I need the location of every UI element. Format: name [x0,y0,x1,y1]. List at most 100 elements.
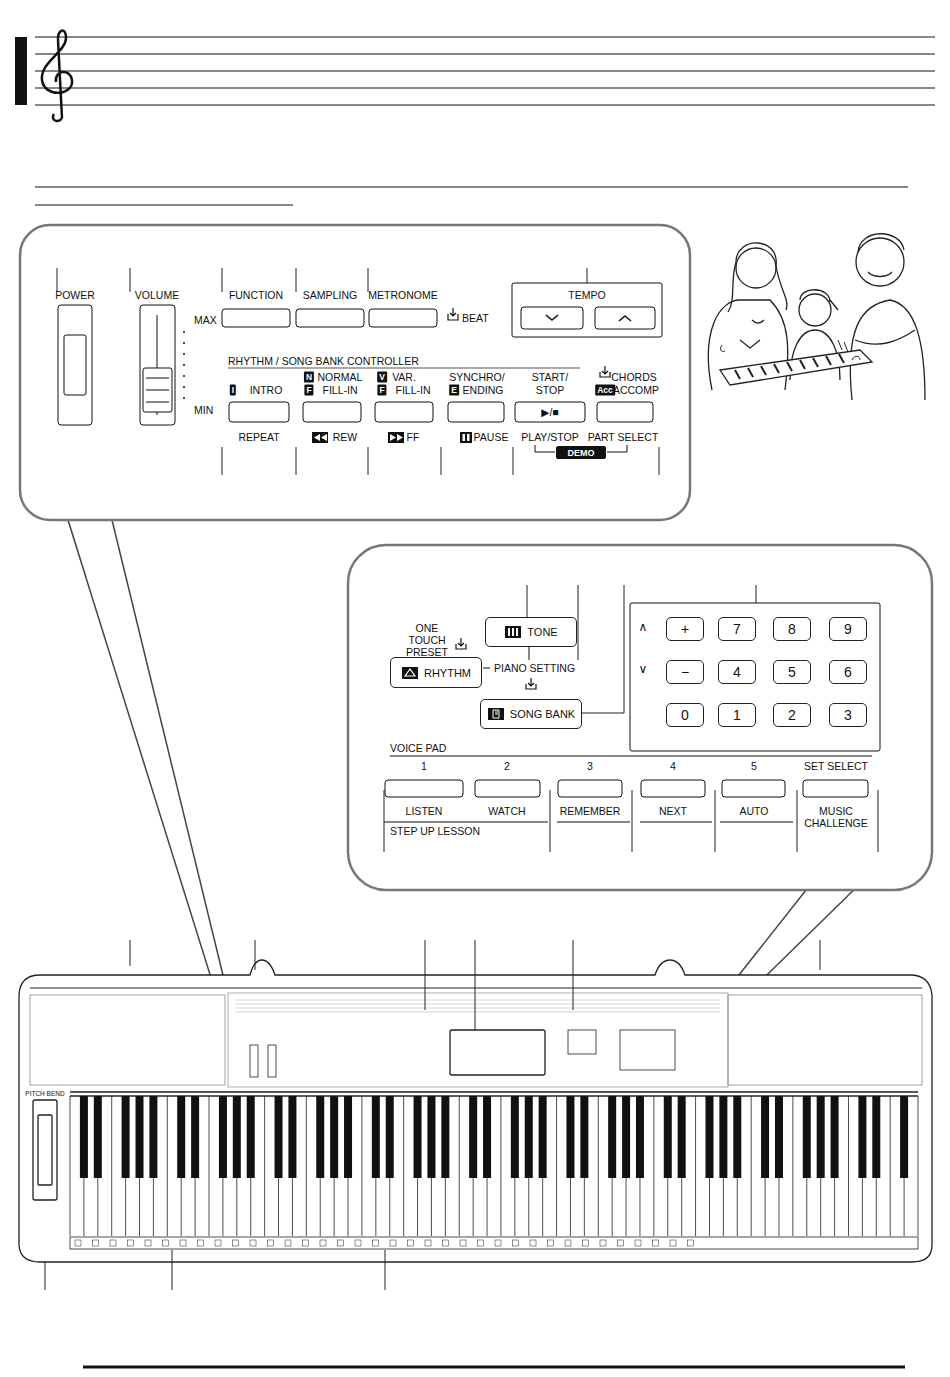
control-label: INTRO [250,384,283,396]
leader-line [296,268,297,292]
leader-line [57,268,58,292]
mode-button: RHYTHM [390,657,482,688]
control-label: METRONOME [368,289,437,301]
button-text: 9 [844,621,852,637]
control-label: 2 [504,760,510,772]
control-label: ACCOMP [613,384,659,396]
button-letter-icon: I [230,385,236,396]
button-letter-icon: F [377,385,386,396]
button-letter-icon: V [377,372,387,383]
button-text: 2 [788,707,796,723]
control-label: MIN [194,404,213,416]
leader-line [797,790,798,852]
button-text: 1 [733,707,741,723]
control-label: ▶/■ [541,406,558,418]
control-label: 5 [751,760,757,772]
control-label: ∨ [639,663,648,677]
button-letter-icon: N [304,372,314,383]
button-letter-icon: Acc [595,385,615,396]
button-letter-icon: E [449,385,459,396]
control-label: PIANO SETTING [494,662,575,674]
control-label: LISTEN [406,805,443,817]
leader-line [368,447,369,475]
leader-line [550,790,551,852]
leader-line [222,447,223,475]
leader-line [130,940,131,966]
control-label: 1 [421,760,427,772]
button-text: 7 [733,621,741,637]
number-key: 1 [718,703,756,727]
button-text: 6 [844,664,852,680]
number-key: 9 [829,617,867,641]
control-label: SYNCHRO/ [449,371,504,383]
control-label: VOLUME [135,289,179,301]
leader-line [573,940,574,1010]
leader-line [715,790,716,852]
leader-line [296,447,297,475]
control-label: ONE TOUCH PRESET [396,622,458,658]
button-text: 8 [788,621,796,637]
leader-line [384,790,385,852]
control-label: PLAY/STOP [521,431,578,443]
number-key: 8 [773,617,811,641]
button-icon [401,666,419,680]
leader-line [441,447,442,475]
control-label: 3 [587,760,593,772]
leader-line [130,268,131,292]
leader-line [513,447,514,475]
control-label: FF [407,431,420,443]
control-label: START/ [532,371,568,383]
control-label: ∧ [639,621,648,635]
leader-line [578,585,579,660]
control-label: AUTO [740,805,769,817]
leader-line [632,790,633,852]
control-label: STOP [536,384,564,396]
button-text: 4 [733,664,741,680]
leader-line [222,268,223,292]
number-key: 2 [773,703,811,727]
number-key: 7 [718,617,756,641]
control-label: TEMPO [568,289,605,301]
button-text: RHYTHM [424,667,471,679]
button-text: + [681,621,689,637]
control-label: VOICE PAD [390,742,446,754]
demo-tag: DEMO [556,446,606,459]
control-label: SAMPLING [303,289,357,301]
control-label: MUSIC CHALLENGE [801,805,871,829]
control-label: ENDING [463,384,504,396]
leader-line [475,940,476,1030]
button-letter-icon: F [304,385,313,396]
leader-line [756,585,757,603]
number-key: + [666,617,704,641]
leader-line [527,585,528,617]
button-text: − [681,664,689,680]
leader-line [587,268,588,283]
leader-line [172,1250,173,1290]
control-label: POWER [55,289,95,301]
leader-line [577,585,624,713]
control-label: PITCH BEND [25,1090,64,1097]
button-text: TONE [527,626,557,638]
button-icon [504,625,522,639]
control-label: FILL-IN [395,384,430,396]
control-label: FILL-IN [322,384,357,396]
control-label: VAR. [392,371,416,383]
button-text: 3 [844,707,852,723]
control-label: BEAT [462,312,489,324]
button-text: 0 [681,707,689,723]
leader-line [385,1250,386,1290]
mode-button: SONG BANK [480,699,581,729]
control-label: REW [333,431,358,443]
control-label: PART SELECT [588,431,659,443]
leader-line [659,447,660,475]
button-icon [487,707,505,721]
control-label: FUNCTION [229,289,283,301]
control-label: 4 [670,760,676,772]
control-label: MAX [194,314,217,326]
control-label: REMEMBER [560,805,621,817]
number-key: 4 [718,660,756,684]
control-label: PAUSE [474,431,509,443]
leader-line [45,1262,46,1290]
control-label: SET SELECT [804,760,868,772]
